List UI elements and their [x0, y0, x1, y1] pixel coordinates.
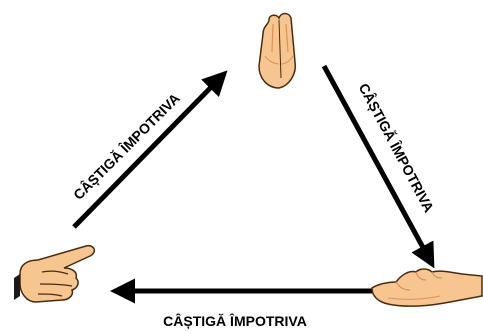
edge-label-left: CÂȘTIGĂ ÎMPOTRIVA: [69, 89, 183, 203]
rock-hand-icon: [371, 268, 483, 307]
arrow-scissors-to-paper: [72, 70, 228, 229]
paper-hand-icon: [258, 12, 297, 89]
scissors-hand-icon: [14, 244, 96, 303]
arrow-paper-to-rock: [321, 64, 435, 269]
edge-label-bottom: CÂȘTIGĂ ÎMPOTRIVA: [163, 312, 307, 329]
